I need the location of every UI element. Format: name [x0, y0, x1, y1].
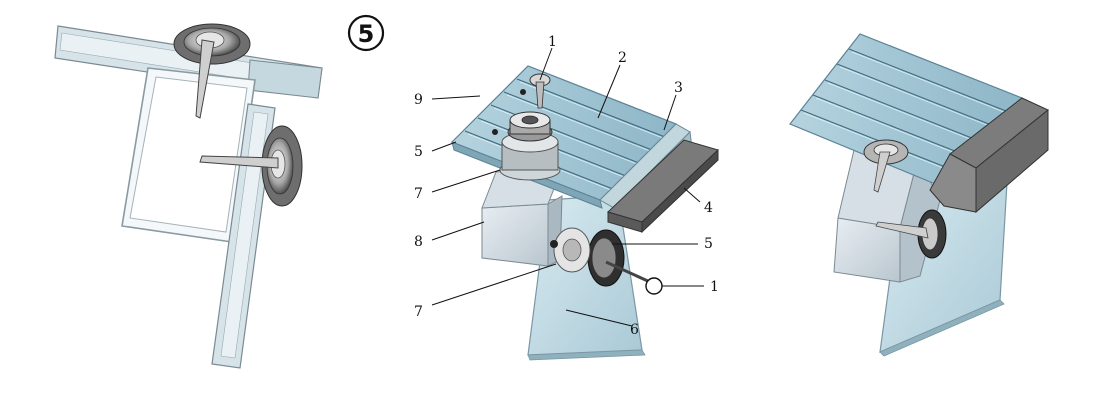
- right-fastener: [199, 125, 303, 207]
- label-7-upper: 7: [414, 186, 423, 202]
- bar-4-side: [641, 148, 719, 234]
- right-dark-bar-side: [975, 108, 1049, 214]
- top-nail: [195, 39, 215, 119]
- top-screw: [492, 73, 551, 135]
- middle-figure: 1 2 3 9 5 7 4 8 5 1 7 6: [414, 34, 719, 361]
- right-top-clip: [863, 139, 909, 193]
- label-5-right: 5: [704, 236, 713, 252]
- label-1-top: 1: [548, 34, 557, 50]
- left-figure: [54, 23, 323, 369]
- label-6: 6: [630, 322, 639, 338]
- right-side-fastener: [875, 209, 947, 259]
- base-plate-6-edge: [527, 349, 646, 361]
- label-5-left: 5: [414, 144, 423, 160]
- top-fastener: [173, 23, 251, 119]
- vertical-profile-inner: [220, 111, 269, 359]
- side-washer-stack: [550, 227, 663, 295]
- label-7-lower: 7: [414, 304, 423, 320]
- label-8: 8: [414, 234, 423, 250]
- leader-lines: [431, 47, 704, 327]
- right-panel-ribs-light: [803, 51, 1015, 178]
- label-3: 3: [674, 80, 683, 96]
- box-8-front: [481, 203, 549, 267]
- step-number: 5: [358, 20, 375, 48]
- label-1-right: 1: [710, 279, 719, 295]
- frame-inner: [129, 76, 248, 233]
- step-badge: 5: [347, 14, 385, 52]
- right-base-plate-edge: [879, 299, 1005, 357]
- top-washer-stack: [499, 111, 561, 181]
- right-figure: [789, 33, 1049, 357]
- label-2: 2: [618, 50, 627, 66]
- label-4: 4: [704, 200, 713, 216]
- label-9: 9: [414, 92, 423, 108]
- side-nail: [199, 155, 279, 169]
